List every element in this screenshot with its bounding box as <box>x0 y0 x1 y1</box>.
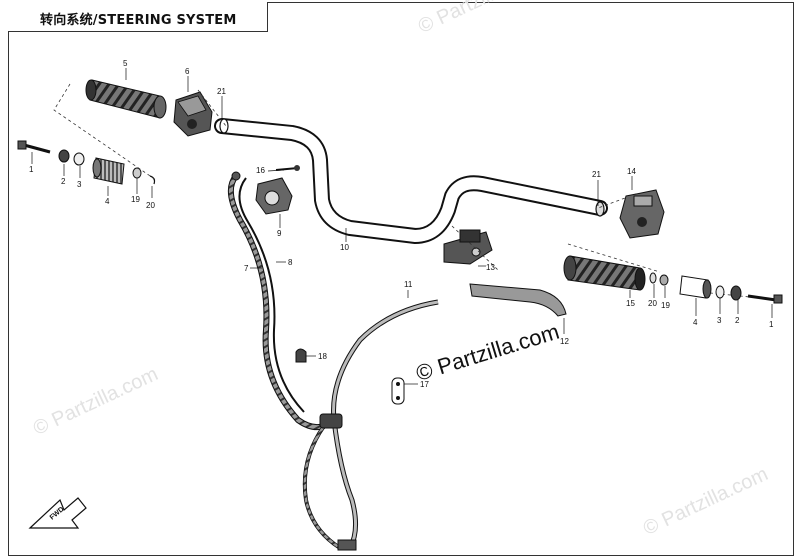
callout-10: 10 <box>340 243 349 252</box>
callout-19-right: 19 <box>661 301 670 310</box>
callout-21-right: 21 <box>592 170 601 179</box>
callout-3-right: 3 <box>717 316 722 325</box>
callout-2-right: 2 <box>735 316 740 325</box>
callout-labels: 5 6 21 1 2 3 4 19 20 16 9 7 8 10 11 18 1… <box>29 59 774 389</box>
bracket <box>391 377 405 405</box>
left-grip <box>85 79 167 119</box>
callout-5: 5 <box>123 59 128 68</box>
leader-lines <box>31 68 773 385</box>
cable-clip <box>295 348 307 363</box>
callout-14: 14 <box>627 167 636 176</box>
callout-21-left: 21 <box>217 87 226 96</box>
right-bar-end-assembly <box>649 272 783 304</box>
callout-4-left: 4 <box>105 197 110 206</box>
callout-4-right: 4 <box>693 318 698 327</box>
callout-12: 12 <box>560 337 569 346</box>
throttle-cables <box>227 171 325 431</box>
callout-15: 15 <box>626 299 635 308</box>
callout-20-right: 20 <box>648 299 657 308</box>
brake-master-cylinder <box>443 229 567 317</box>
callout-19-left: 19 <box>131 195 140 204</box>
callout-3-left: 3 <box>77 180 82 189</box>
brake-cable <box>302 299 439 551</box>
right-switch-housing <box>619 189 665 239</box>
callout-9: 9 <box>277 229 282 238</box>
fwd-arrow: FWD <box>28 497 87 529</box>
callout-1-right: 1 <box>769 320 774 329</box>
callout-8: 8 <box>288 258 293 267</box>
left-bar-end-assembly <box>17 140 156 185</box>
callout-16: 16 <box>256 166 265 175</box>
callout-7: 7 <box>244 264 249 273</box>
handlebar <box>214 118 608 245</box>
callout-11: 11 <box>404 280 413 289</box>
callout-1-left: 1 <box>29 165 34 174</box>
diagram-title: 转向系统/STEERING SYSTEM <box>40 13 237 28</box>
callout-20-left: 20 <box>146 201 155 210</box>
right-grip <box>563 255 646 291</box>
callout-13: 13 <box>486 263 495 272</box>
diagram-frame <box>8 2 794 556</box>
callout-6: 6 <box>185 67 190 76</box>
title-box: 转向系统/STEERING SYSTEM <box>8 2 268 32</box>
left-switch-housing <box>173 91 213 137</box>
callout-18: 18 <box>318 352 327 361</box>
callout-2-left: 2 <box>61 177 66 186</box>
throttle-housing <box>255 165 300 215</box>
callout-17: 17 <box>420 380 429 389</box>
